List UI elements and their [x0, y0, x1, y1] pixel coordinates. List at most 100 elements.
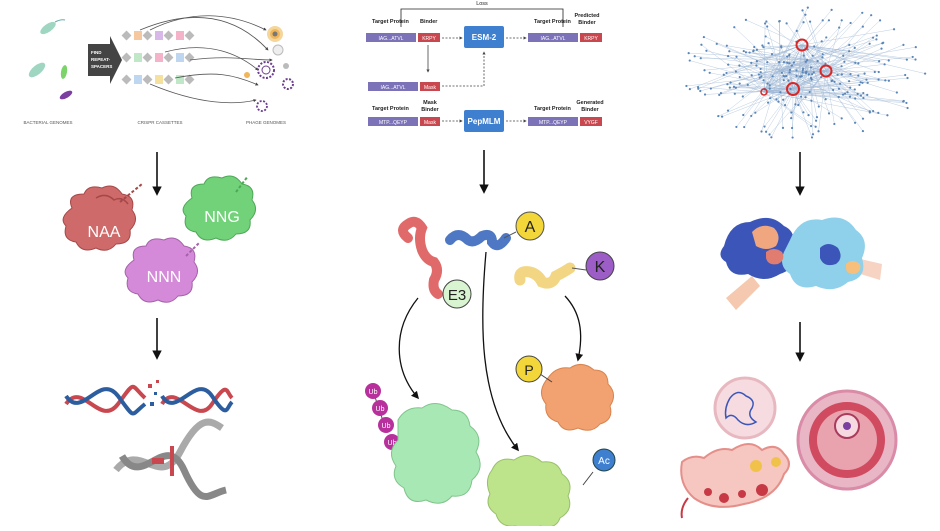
- network-node: [685, 85, 687, 87]
- network-node: [749, 51, 751, 53]
- pam-label-nnn: NNN: [147, 269, 182, 286]
- network-edge: [826, 38, 873, 71]
- target-protein-label-2: Target Protein: [534, 19, 572, 25]
- network-node: [703, 69, 705, 71]
- network-node: [769, 88, 771, 90]
- network-node: [756, 49, 758, 51]
- network-node: [869, 43, 871, 45]
- network-node: [860, 95, 862, 97]
- network-node: [723, 74, 725, 76]
- network-edge: [746, 20, 802, 45]
- network-node: [844, 92, 846, 94]
- ovary-icon: [681, 444, 789, 518]
- network-node: [903, 100, 905, 102]
- network-node: [764, 22, 766, 24]
- network-node: [840, 65, 842, 67]
- binder-label: Binder: [420, 19, 438, 25]
- network-node: [760, 130, 762, 132]
- network-node: [783, 61, 785, 63]
- network-node: [700, 57, 702, 59]
- network-node: [812, 55, 814, 57]
- network-node: [839, 83, 841, 85]
- network-node: [862, 97, 864, 99]
- tag-k: K: [586, 252, 614, 280]
- network-node: [756, 60, 758, 62]
- network-node: [848, 80, 850, 82]
- network-node: [804, 14, 806, 16]
- network-node: [750, 62, 752, 64]
- network-node: [867, 82, 869, 84]
- network-node: [800, 96, 802, 98]
- network-node: [787, 80, 789, 82]
- network-node: [905, 102, 907, 104]
- network-node: [727, 55, 729, 57]
- network-edge: [819, 71, 826, 131]
- network-node: [912, 56, 914, 58]
- network-node: [820, 76, 822, 78]
- ub-icon: Ub: [365, 383, 381, 399]
- svg-text:Ac: Ac: [598, 456, 610, 467]
- target-seq-text: IAG...ATVL: [381, 85, 406, 91]
- spacers-label: SPACERS: [91, 64, 112, 69]
- cas-protein-naa: NAA: [63, 186, 135, 250]
- ub-icon: Ub: [372, 400, 388, 416]
- pam-label-nng: NNG: [204, 209, 240, 226]
- network-node: [788, 53, 790, 55]
- protein-complex-structure: [720, 218, 882, 310]
- network-node: [794, 103, 796, 105]
- network-node: [754, 112, 756, 114]
- network-node: [766, 83, 768, 85]
- predicted-seq-text: KRPY: [584, 36, 598, 42]
- network-node: [796, 30, 798, 32]
- network-node: [896, 91, 898, 93]
- network-node: [833, 81, 835, 83]
- network-node: [734, 93, 736, 95]
- find-label: FIND: [91, 50, 102, 55]
- network-edge: [826, 20, 880, 71]
- network-node: [766, 61, 768, 63]
- network-node: [806, 59, 808, 61]
- network-node: [778, 61, 780, 63]
- network-node: [733, 86, 735, 88]
- network-node: [752, 50, 754, 52]
- peptide-red: [403, 222, 438, 294]
- network-node: [720, 92, 722, 94]
- mask-binder-label-2: Binder: [421, 107, 439, 113]
- network-node: [735, 70, 737, 72]
- svg-text:Ub: Ub: [376, 406, 385, 413]
- network-node: [703, 36, 705, 38]
- network-node: [860, 81, 862, 83]
- network-node: [784, 104, 786, 106]
- network-node: [770, 136, 772, 138]
- network-node: [807, 114, 809, 116]
- network-node: [831, 9, 833, 11]
- binder-seq-text: KRPY: [422, 36, 436, 42]
- bacterium-icon: [26, 60, 47, 80]
- network-node: [888, 59, 890, 61]
- network-node: [854, 47, 856, 49]
- network-node: [718, 94, 720, 96]
- network-node: [782, 127, 784, 129]
- network-node: [735, 126, 737, 128]
- network-node: [924, 72, 926, 74]
- network-node: [854, 97, 856, 99]
- network-node: [788, 62, 790, 64]
- network-node: [745, 19, 747, 21]
- network-node: [739, 83, 741, 85]
- target-protein-orange: [541, 364, 613, 430]
- phage-icon: [283, 63, 289, 69]
- network-node: [758, 73, 760, 75]
- bacterium-icon: [38, 20, 65, 37]
- network-node: [822, 53, 824, 55]
- network-node: [716, 43, 718, 45]
- target-protein-label-1: Target Protein: [372, 19, 410, 25]
- panel-pepmlm: Loss Target Protein Binder IAG...ATVL KR…: [365, 1, 615, 526]
- network-node: [721, 116, 723, 118]
- tag-a: A: [516, 212, 544, 240]
- cell-icon: [715, 378, 775, 438]
- network-node: [862, 130, 864, 132]
- network-node: [783, 75, 785, 77]
- network-node: [700, 44, 702, 46]
- network-node: [879, 19, 881, 21]
- network-node: [817, 60, 819, 62]
